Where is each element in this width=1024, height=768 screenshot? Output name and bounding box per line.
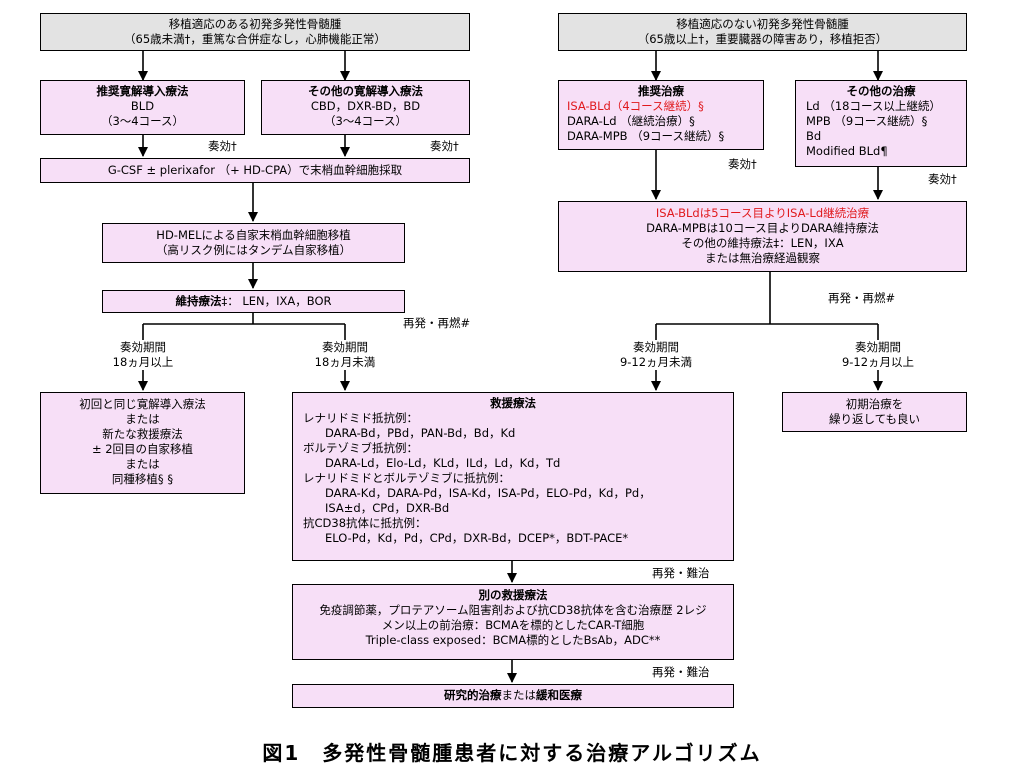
other-treatment-bd: Bd xyxy=(806,129,822,143)
other-induction-node: その他の寛解導入療法 CBD，DXR-BD，BD （3～4コース） xyxy=(261,80,470,135)
retreatment-line: 新たな救援療法 xyxy=(102,427,183,441)
maintenance-right-isa: ISA-BLdは5コース目よりISA-Ld継続治療 xyxy=(655,206,870,220)
maintenance-right-node: ISA-BLdは5コース目よりISA-Ld継続治療 DARA-MPBは10コース… xyxy=(558,201,967,272)
recommended-induction-node: 推奨寛解導入療法 BLD （3～4コース） xyxy=(40,80,245,135)
salvage-line: ボルテゾミブ抵抗例： xyxy=(303,441,418,455)
recommended-treatment-dara-ld: DARA-Ld （継続治療）§ xyxy=(567,114,695,128)
duration-short-right-label: 奏効期間 xyxy=(633,340,679,354)
duration-long-left-label: 奏効期間 xyxy=(120,340,166,354)
final-or: または xyxy=(501,688,537,702)
other-induction-regimens: CBD，DXR-BD，BD xyxy=(310,99,421,113)
repeat-initial-node: 初期治療を 繰り返しても良い xyxy=(782,392,967,432)
left-root-node: 移植適応のある初発多発性骨髄腫 （65歳未満†，重篤な合併症なし，心肺機能正常） xyxy=(40,13,470,51)
right-root-node: 移植適応のない初発多発性骨髄腫 （65歳以上†，重要臓器の障害あり，移植拒否） xyxy=(558,13,967,51)
salvage-line: ISA±d，CPd，DXR-Bd xyxy=(325,501,450,515)
maintenance-right-dara: DARA-MPBは10コース目よりDARA維持療法 xyxy=(646,221,879,235)
stem-cell-collection-text: G-CSF ± plerixafor （+ HD-CPA）で末梢血幹細胞採取 xyxy=(107,163,403,177)
salvage-line: レナリドミド抵抗例： xyxy=(303,411,418,425)
salvage-line: ELO-Pd，Kd，Pd，CPd，DXR-Bd，DCEP*，BDT-PACE* xyxy=(325,531,629,545)
salvage-title: 救援療法 xyxy=(490,396,536,410)
retreatment-line: または xyxy=(125,412,160,426)
maintenance-left-node: 維持療法‡： LEN，IXA，BOR xyxy=(102,290,405,313)
duration-long-left-value: 18ヵ月以上 xyxy=(112,355,174,369)
recommended-treatment-title: 推奨治療 xyxy=(638,84,684,98)
duration-long-right-label: 奏効期間 xyxy=(855,340,901,354)
other-treatment-node: その他の治療 Ld （18コース以上継続） MPB （9コース継続）§ Bd M… xyxy=(795,80,967,167)
recommended-treatment-dara-mpb: DARA-MPB （9コース継続）§ xyxy=(567,129,725,143)
retreatment-line: 同種移植§ § xyxy=(111,472,174,486)
recommended-induction-courses: （3～4コース） xyxy=(100,114,185,128)
response-label-a: 奏効† xyxy=(208,139,237,153)
final-node: 研究的治療または緩和医療 xyxy=(292,684,734,708)
duration-short-left-label: 奏効期間 xyxy=(322,340,368,354)
relapse-label-right: 再発・再燃# xyxy=(828,291,896,305)
maintenance-left-regimens: ‡： LEN，IXA，BOR xyxy=(221,294,332,308)
right-root-title: 移植適応のない初発多発性骨髄腫 xyxy=(676,17,849,31)
duration-short-left: 奏効期間 18ヵ月未満 xyxy=(305,340,385,370)
other-salvage-line: Triple-class exposed：BCMA標的としたBsAb，ADC** xyxy=(365,633,661,647)
other-salvage-title: 別の救援療法 xyxy=(478,588,548,602)
duration-short-left-value: 18ヵ月未満 xyxy=(314,355,376,369)
autologous-transplant-node: HD-MELによる自家末梢血幹細胞移植 （高リスク例にはタンデム自家移植） xyxy=(102,223,405,263)
final-investigational: 研究的治療 xyxy=(444,688,502,702)
relapse-refractory-label-1: 再発・難治 xyxy=(652,566,710,580)
repeat-initial-line-2: 繰り返しても良い xyxy=(828,412,921,426)
other-treatment-modified-bld: Modified BLd¶ xyxy=(806,144,888,158)
maintenance-right-observation: または無治療経過観察 xyxy=(705,251,820,265)
duration-short-right: 奏効期間 9-12ヵ月未満 xyxy=(606,340,706,370)
stem-cell-collection-node: G-CSF ± plerixafor （+ HD-CPA）で末梢血幹細胞採取 xyxy=(40,158,470,183)
repeat-initial-line-1: 初期治療を xyxy=(845,397,904,411)
maintenance-right-other: その他の維持療法‡：LEN，IXA xyxy=(681,236,844,250)
other-salvage-node: 別の救援療法 免疫調節薬，プロテアソーム阻害剤および抗CD38抗体を含む治療歴 … xyxy=(292,584,734,660)
recommended-treatment-node: 推奨治療 ISA-BLd（4コース継続）§ DARA-Ld （継続治療）§ DA… xyxy=(558,80,764,150)
retreatment-line: ± 2回目の自家移植 xyxy=(91,442,194,456)
transplant-line-1: HD-MELによる自家末梢血幹細胞移植 xyxy=(156,228,351,242)
duration-long-right: 奏効期間 9-12ヵ月以上 xyxy=(828,340,928,370)
duration-long-left: 奏効期間 18ヵ月以上 xyxy=(103,340,183,370)
retreatment-line: 初回と同じ寛解導入療法 xyxy=(79,397,206,411)
other-induction-courses: （3～4コース） xyxy=(323,114,408,128)
recommended-induction-title: 推奨寛解導入療法 xyxy=(96,84,189,98)
response-label-b: 奏効† xyxy=(430,139,459,153)
duration-short-right-value: 9-12ヵ月未満 xyxy=(619,355,693,369)
other-induction-title: その他の寛解導入療法 xyxy=(308,84,423,98)
response-label-c: 奏効† xyxy=(728,157,757,171)
other-treatment-title: その他の治療 xyxy=(846,84,916,98)
transplant-line-2: （高リスク例にはタンデム自家移植） xyxy=(155,243,352,257)
left-root-title: 移植適応のある初発多発性骨髄腫 xyxy=(168,17,342,31)
salvage-line: DARA-Bd，PBd，PAN-Bd，Bd，Kd xyxy=(325,426,516,440)
other-treatment-ld: Ld （18コース以上継続） xyxy=(806,99,941,113)
duration-long-right-value: 9-12ヵ月以上 xyxy=(841,355,915,369)
maintenance-left-title: 維持療法 xyxy=(175,294,222,308)
figure-title: 図1 多発性骨髄腫患者に対する治療アルゴリズム xyxy=(262,741,762,765)
salvage-line: レナリドミドとボルテゾミブに抵抗例： xyxy=(303,471,510,485)
salvage-line: 抗CD38抗体に抵抗例： xyxy=(303,516,427,530)
retreatment-line: または xyxy=(125,457,160,471)
relapse-refractory-label-2: 再発・難治 xyxy=(652,665,710,679)
relapse-label-left: 再発・再燃# xyxy=(403,316,471,330)
salvage-line: DARA-Ld，Elo-Ld，KLd，ILd，Ld，Kd，Td xyxy=(325,456,561,470)
recommended-induction-regimen: BLD xyxy=(130,99,155,113)
other-treatment-mpb: MPB （9コース継続）§ xyxy=(806,114,928,128)
response-label-d: 奏効† xyxy=(928,172,957,186)
other-salvage-line: 免疫調節薬，プロテアソーム阻害剤および抗CD38抗体を含む治療歴 2レジ xyxy=(319,603,707,617)
left-root-criteria: （65歳未満†，重篤な合併症なし，心肺機能正常） xyxy=(124,32,386,46)
other-salvage-line: メン以上の前治療：BCMAを標的としたCAR-T細胞 xyxy=(381,618,645,632)
salvage-line: DARA-Kd，DARA-Pd，ISA-Kd，ISA-Pd，ELO-Pd，Kd，… xyxy=(325,486,651,500)
salvage-therapy-node: 救援療法 レナリドミド抵抗例： DARA-Bd，PBd，PAN-Bd，Bd，Kd… xyxy=(292,392,734,561)
right-root-criteria: （65歳以上†，重要臓器の障害あり，移植拒否） xyxy=(637,32,888,46)
retreatment-node: 初回と同じ寛解導入療法 または 新たな救援療法 ± 2回目の自家移植 または 同… xyxy=(40,392,245,494)
final-palliative: 緩和医療 xyxy=(536,688,582,702)
recommended-treatment-isa-bld: ISA-BLd（4コース継続）§ xyxy=(567,99,704,113)
